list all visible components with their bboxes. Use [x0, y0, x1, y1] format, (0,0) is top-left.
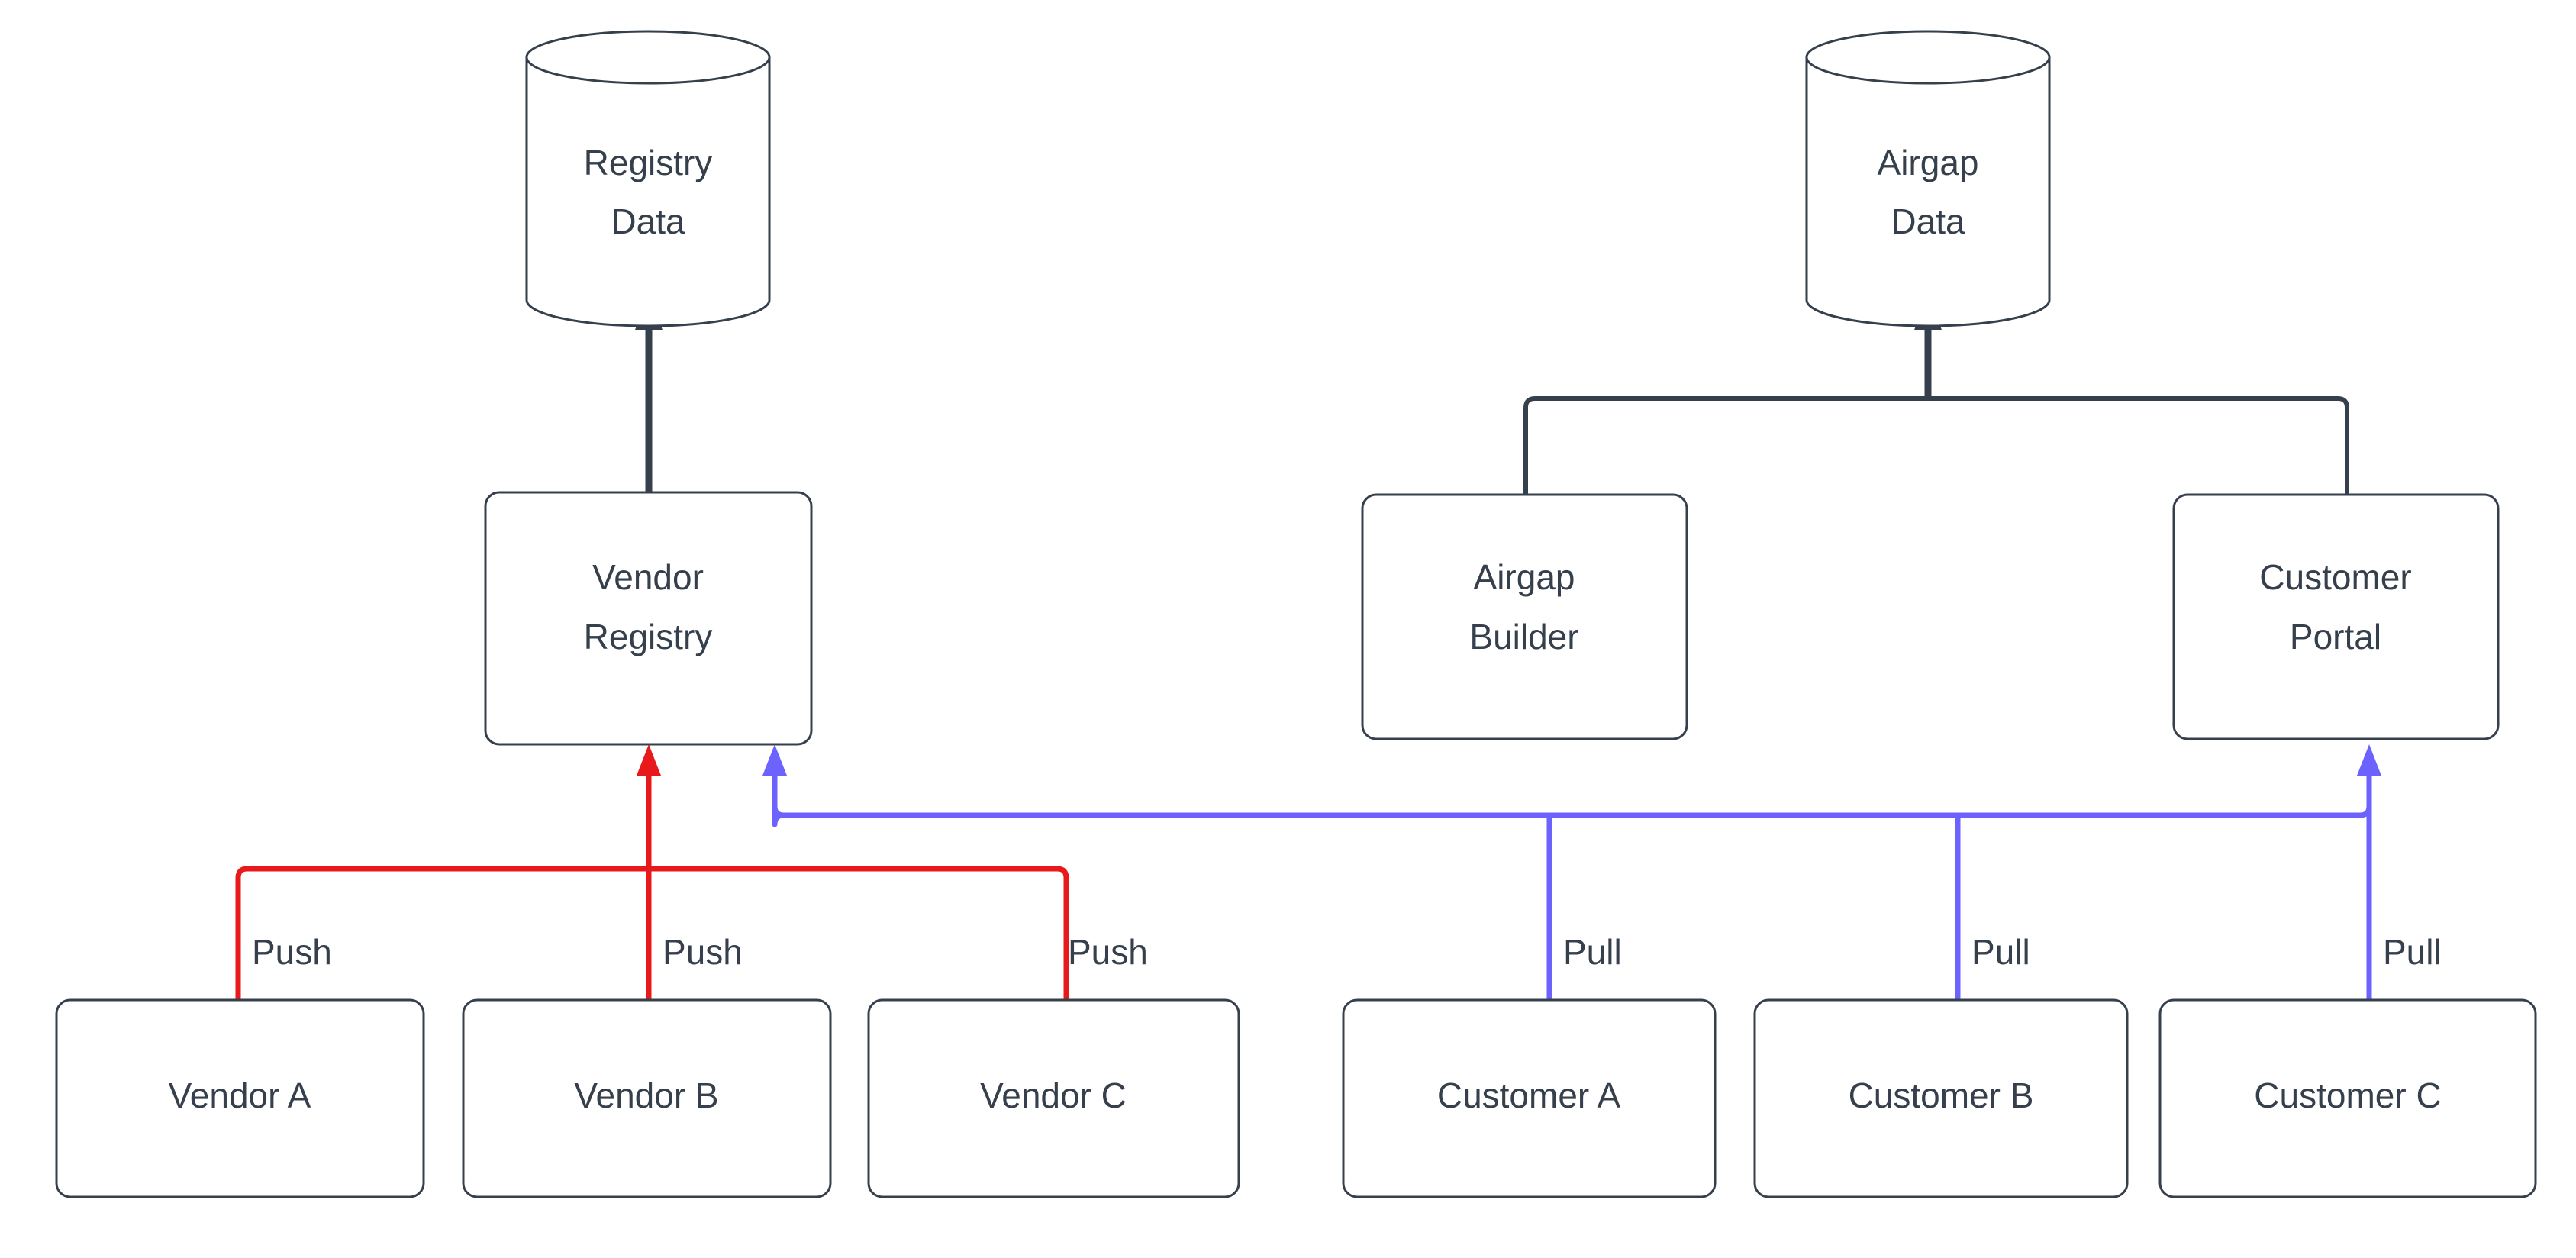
- node-box: [867, 998, 1240, 1198]
- arrowhead-up-icon: [637, 744, 661, 776]
- store-registry-data[interactable]: Registry Data: [525, 30, 771, 327]
- actor-customer-c[interactable]: Customer C: [2158, 998, 2537, 1198]
- edge-push-bus: [235, 744, 1069, 1000]
- edge-line-pull-bus: [772, 763, 2372, 818]
- service-customer-portal[interactable]: Customer Portal: [2172, 493, 2500, 740]
- edge-line: [1928, 396, 2349, 495]
- edge-label-push-1: Push: [252, 932, 332, 972]
- edge-line-push-bus: [235, 866, 1069, 1000]
- cylinder-body: [525, 56, 771, 327]
- node-box: [484, 491, 813, 746]
- node-box: [2158, 998, 2537, 1198]
- actor-vendor-a[interactable]: Vendor A: [55, 998, 425, 1198]
- edge-pull-bus: [762, 744, 2372, 1000]
- node-box: [462, 998, 832, 1198]
- node-box: [1342, 998, 1717, 1198]
- edge-customer-portal-to-airgap-data: [1928, 396, 2349, 495]
- cylinder-body: [1805, 56, 2051, 327]
- node-box: [55, 998, 425, 1198]
- edge-label-pull-2: Pull: [1971, 932, 2030, 972]
- node-box: [2172, 493, 2500, 740]
- actor-customer-b[interactable]: Customer B: [1753, 998, 2129, 1198]
- edge-label-pull-3: Pull: [2383, 932, 2442, 972]
- service-airgap-builder[interactable]: Airgap Builder: [1361, 493, 1688, 740]
- edge-label-push-3: Push: [1068, 932, 1148, 972]
- cylinder-top: [525, 30, 771, 85]
- store-airgap-data[interactable]: Airgap Data: [1805, 30, 2051, 327]
- edge-label-push-2: Push: [663, 932, 743, 972]
- actor-vendor-b[interactable]: Vendor B: [462, 998, 832, 1198]
- service-vendor-registry[interactable]: Vendor Registry: [484, 491, 813, 746]
- arrowhead-up-icon: [762, 744, 787, 776]
- actor-vendor-c[interactable]: Vendor C: [867, 998, 1240, 1198]
- edge-line: [1523, 396, 1928, 495]
- arrowhead-up-icon: [2357, 744, 2381, 776]
- edge-airgap-builder-to-airgap-data: [1523, 396, 1928, 495]
- node-box: [1361, 493, 1688, 740]
- edge-pull-customer-c: [2357, 744, 2381, 1000]
- actor-customer-a[interactable]: Customer A: [1342, 998, 1717, 1198]
- cylinder-top: [1805, 30, 2051, 85]
- node-box: [1753, 998, 2129, 1198]
- edge-label-pull-1: Pull: [1563, 932, 1622, 972]
